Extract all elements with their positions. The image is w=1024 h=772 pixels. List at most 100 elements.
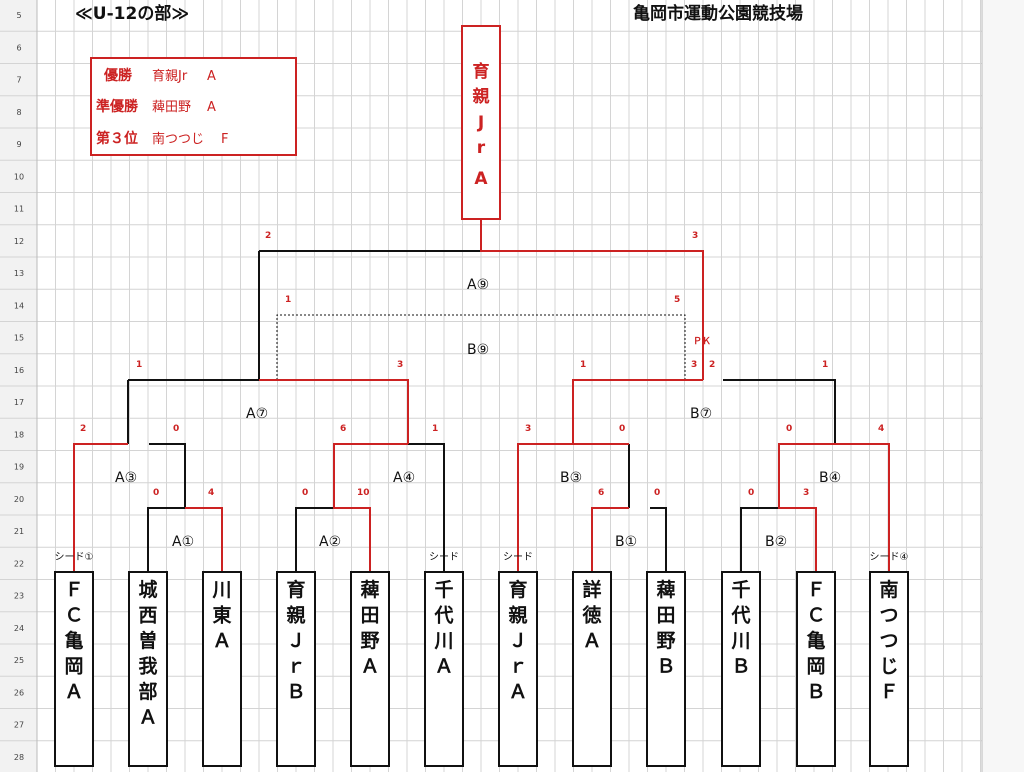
team-7-char-5: Ａ <box>508 681 527 703</box>
team-2-char-4: 我 <box>138 656 157 678</box>
match-label-a3: A③ <box>115 470 137 486</box>
score-b7-left: 1 <box>580 360 586 370</box>
champion-char-4: r <box>477 138 486 158</box>
team-12-char-2: つ <box>879 605 898 627</box>
score-a1-right: 4 <box>208 488 214 498</box>
team-6-char-2: 代 <box>433 605 453 627</box>
score-b2-left: 0 <box>748 488 754 498</box>
team-7-char-1: 育 <box>508 578 527 601</box>
score-b2-right: 3 <box>803 488 809 498</box>
match-label-b1: B① <box>615 534 637 550</box>
team-9-char-1: 薭 <box>656 579 675 601</box>
team-1-char-3: 亀 <box>64 630 83 652</box>
result-team-3: 南つつじ <box>152 131 204 147</box>
row-number-8: 8 <box>16 108 21 117</box>
score-b1-right: 0 <box>654 488 660 498</box>
row-number-27: 27 <box>14 721 24 730</box>
winner-lines <box>73 220 890 572</box>
team-3-char-3: Ａ <box>212 630 231 652</box>
score-b4-right: 4 <box>878 424 884 434</box>
team-4-char-2: 親 <box>286 604 305 627</box>
score-a4-left: 6 <box>340 424 346 434</box>
row-number-21: 21 <box>14 527 24 536</box>
result-suffix-2: A <box>207 100 216 115</box>
row-number-20: 20 <box>14 495 24 504</box>
row-number-15: 15 <box>14 334 24 343</box>
team-1-char-4: 岡 <box>64 656 83 678</box>
result-rank-2: 準優勝 <box>96 98 139 115</box>
result-suffix-3: F <box>221 132 228 147</box>
team-7-char-4: ｒ <box>508 656 527 678</box>
match-label-a4: A④ <box>393 470 415 486</box>
team-4-char-1: 育 <box>286 578 305 601</box>
scores: 0 4 0 10 6 0 0 3 2 0 6 1 3 0 0 4 1 3 1 1… <box>80 231 884 498</box>
team-11-char-5: Ｂ <box>806 681 825 703</box>
match-label-a1: A① <box>172 534 194 550</box>
match-label-b9: B⑨ <box>467 342 489 358</box>
row-number-28: 28 <box>14 753 24 762</box>
row-number-column: 5678910111213141516171819202122232425262… <box>14 11 24 762</box>
team-11-char-2: Ｃ <box>806 605 825 627</box>
team-4-char-3: Ｊ <box>286 630 305 652</box>
team-11-char-1: Ｆ <box>806 579 825 601</box>
team-12-char-4: じ <box>879 656 898 678</box>
match-label-a7: A⑦ <box>246 406 268 422</box>
result-team-1: 育親Jr <box>152 68 188 84</box>
team-box-3: 川東Ａ <box>202 571 242 767</box>
row-number-26: 26 <box>14 688 24 697</box>
match-label-b4: B④ <box>819 470 841 486</box>
row-number-19: 19 <box>14 463 24 472</box>
team-box-8: 詳徳Ａ <box>572 571 612 767</box>
result-rank-1: 優勝 <box>103 67 133 84</box>
score-a2-right: 10 <box>357 488 370 498</box>
result-team-2: 薭田野 <box>152 100 191 115</box>
match-label-b3: B③ <box>560 470 582 486</box>
team-5-char-2: 田 <box>360 605 379 627</box>
pk-score-left: 3 <box>691 360 697 370</box>
team-2-char-1: 城 <box>138 578 157 601</box>
champion-char-2: 親 <box>473 86 490 107</box>
score-a4-right: 1 <box>432 424 438 434</box>
match-label-b7: B⑦ <box>690 406 712 422</box>
seed-label-12: シード④ <box>870 552 909 563</box>
score-b3-right: 0 <box>619 424 625 434</box>
score-a7-right: 3 <box>397 360 403 370</box>
score-a7-left: 1 <box>136 360 142 370</box>
score-b4-left: 0 <box>786 424 792 434</box>
team-1-char-5: Ａ <box>64 681 83 703</box>
seed-label-1: シード① <box>55 552 94 563</box>
seed-label-7: シード <box>503 552 533 563</box>
score-a3-left: 2 <box>80 424 86 434</box>
result-suffix-1: A <box>207 69 216 84</box>
match-labels: A① A② B① B② A③ A④ B③ B④ A⑦ B⑦ A⑨ B⑨ <box>115 277 841 550</box>
team-9-char-3: 野 <box>656 630 675 652</box>
team-1-char-2: Ｃ <box>64 605 83 627</box>
team-7-char-2: 親 <box>508 604 527 627</box>
team-7-char-3: Ｊ <box>508 630 527 652</box>
team-10-char-4: Ｂ <box>731 656 750 678</box>
team-10-char-3: 川 <box>730 630 750 652</box>
row-number-10: 10 <box>14 172 24 181</box>
team-5-char-3: 野 <box>360 630 379 652</box>
team-4-char-4: ｒ <box>286 656 305 678</box>
row-number-16: 16 <box>14 366 24 375</box>
score-a1-left: 0 <box>153 488 159 498</box>
row-number-7: 7 <box>16 76 21 85</box>
champion-char-3: J <box>477 113 484 133</box>
team-8-char-3: Ａ <box>582 630 601 652</box>
score-a3-right: 0 <box>173 424 179 434</box>
bracket-dotted-line <box>276 314 686 380</box>
venue-title: 亀岡市運動公園競技場 <box>633 3 803 24</box>
team-9-char-2: 田 <box>656 605 675 627</box>
row-number-23: 23 <box>14 592 24 601</box>
team-12-char-5: Ｆ <box>879 681 898 703</box>
score-a9-left: 2 <box>265 231 271 241</box>
team-9-char-4: Ｂ <box>656 656 675 678</box>
bracket-lines <box>127 250 854 572</box>
division-title: ≪U-12の部≫ <box>75 3 189 24</box>
